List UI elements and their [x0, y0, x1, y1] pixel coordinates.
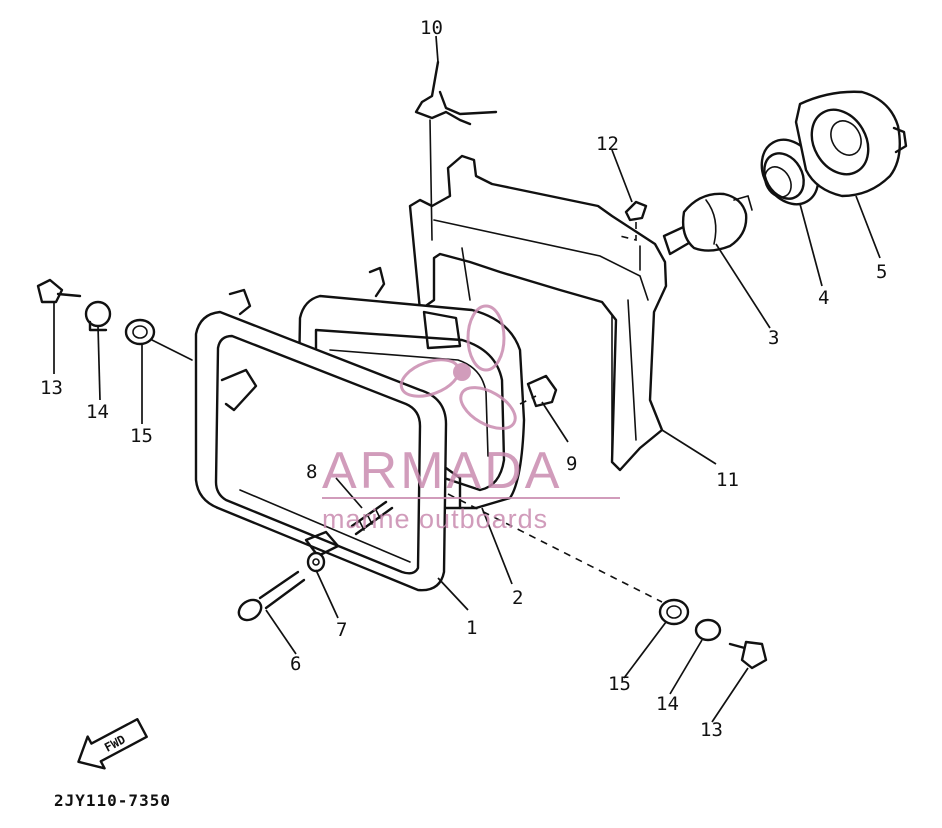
callout-1: 1 — [466, 617, 477, 639]
part-9-clip — [519, 374, 558, 408]
part-8-adjust-screw — [350, 500, 394, 536]
watermark: ARMADA marine outboards — [322, 304, 620, 534]
watermark-propeller-icon — [399, 304, 517, 430]
parts-right-fasteners — [447, 493, 768, 670]
callout-6: 6 — [290, 653, 301, 675]
callout-9: 9 — [566, 453, 577, 475]
fwd-arrow: FWD — [77, 718, 148, 770]
callout-13-left: 13 — [40, 377, 63, 399]
callout-8: 8 — [306, 461, 317, 483]
callout-2: 2 — [512, 587, 523, 609]
part-3-bulb — [662, 192, 753, 256]
watermark-subtitle: marine outboards — [322, 504, 548, 534]
callout-15-left: 15 — [130, 425, 153, 447]
watermark-title: ARMADA — [322, 442, 562, 500]
callout-3: 3 — [768, 327, 779, 349]
callout-12: 12 — [596, 133, 619, 155]
callout-10: 10 — [420, 17, 443, 39]
parts-left-fasteners — [36, 278, 193, 361]
part-1-rim — [194, 288, 448, 592]
callout-labels: 1 2 3 4 5 6 7 8 9 10 11 12 13 14 15 15 1… — [40, 17, 887, 741]
part-10-spring-clip — [414, 60, 498, 241]
callout-11: 11 — [716, 469, 739, 491]
callout-13-right: 13 — [700, 719, 723, 741]
part-code: 2JY110-7350 — [54, 791, 171, 810]
callout-5: 5 — [876, 261, 887, 283]
callout-4: 4 — [818, 287, 829, 309]
part-11-housing — [408, 154, 668, 472]
callout-7: 7 — [336, 619, 347, 641]
callout-15-right: 15 — [608, 673, 631, 695]
part-12-clip — [619, 200, 648, 242]
callout-14-right: 14 — [656, 693, 679, 715]
part-5-cover — [794, 90, 908, 198]
part-6-screw — [237, 570, 306, 622]
callout-14-left: 14 — [86, 401, 109, 423]
leader-lines — [53, 35, 881, 723]
part-7-washer — [306, 551, 326, 573]
